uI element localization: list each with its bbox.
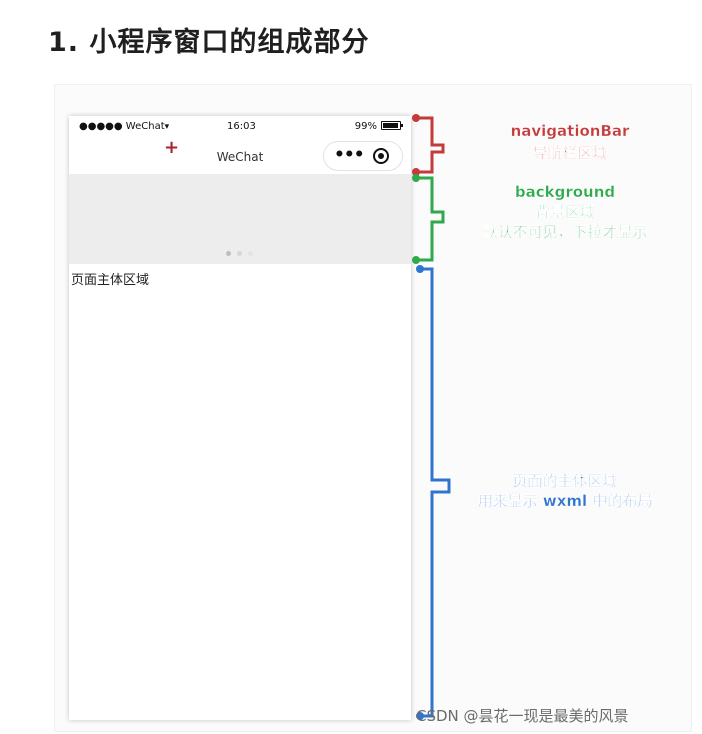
add-icon[interactable]: + bbox=[164, 137, 180, 158]
loading-dot bbox=[226, 251, 231, 256]
navigation-bar: + WeChat ••• bbox=[69, 138, 411, 174]
battery-icon bbox=[381, 121, 403, 130]
background-area bbox=[69, 174, 411, 264]
loading-dots bbox=[226, 241, 259, 260]
page-title: 1. 小程序窗口的组成部分 bbox=[48, 27, 370, 58]
background-annotation-note: 默认不可见，下拉才显示 bbox=[482, 223, 648, 241]
close-target-icon[interactable] bbox=[373, 148, 389, 164]
wifi-icon: ▾ bbox=[164, 122, 170, 132]
main-area-annotation: 页面的主体区域 用来显示 wxml 中的布局 bbox=[440, 471, 690, 511]
phone-mockup: ●●●●● WeChat▾ 16:03 99% + WeChat ••• 页面主… bbox=[69, 116, 411, 720]
navigation-bar-annotation-title: navigationBar bbox=[510, 122, 630, 140]
loading-dot bbox=[248, 251, 253, 256]
background-annotation-subtitle: 背景区域 bbox=[534, 203, 595, 221]
background-annotation: background 背景区域 默认不可见，下拉才显示 bbox=[440, 182, 690, 242]
carrier-label: ●●●●● WeChat bbox=[79, 121, 165, 132]
main-area-annotation-subtitle: 用来显示 wxml 中的布局 bbox=[477, 492, 653, 510]
main-area-annotation-title: 页面的主体区域 bbox=[512, 472, 618, 490]
battery-percent: 99% bbox=[354, 121, 377, 132]
navigation-bar-annotation: navigationBar 导航栏区域 bbox=[470, 120, 670, 164]
watermark: CSDN @昙花一现是最美的风景 bbox=[416, 707, 629, 725]
status-bar: ●●●●● WeChat▾ 16:03 99% bbox=[69, 116, 411, 138]
navigation-bar-annotation-subtitle: 导航栏区域 bbox=[532, 144, 608, 162]
main-area-label: 页面主体区域 bbox=[71, 273, 150, 288]
nav-title: WeChat bbox=[216, 150, 264, 164]
status-time: 16:03 bbox=[227, 121, 256, 132]
background-annotation-title: background bbox=[514, 183, 616, 201]
capsule-menu: ••• bbox=[323, 141, 403, 171]
more-icon[interactable]: ••• bbox=[334, 145, 365, 165]
loading-dot bbox=[237, 251, 242, 256]
